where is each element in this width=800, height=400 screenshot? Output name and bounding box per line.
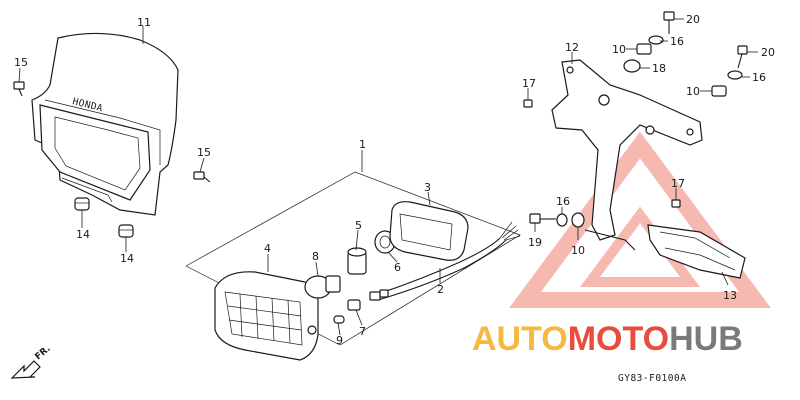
callout-7: 7: [359, 325, 366, 338]
washer-16-right: [727, 70, 743, 80]
callout-1: 1: [359, 138, 366, 151]
grommet-14-right: [118, 224, 134, 238]
grommet-18: [623, 59, 641, 73]
callout-10-right: 10: [686, 85, 700, 98]
callout-16-lower: 16: [556, 195, 570, 208]
watermark-part-hub: HUB: [669, 320, 743, 358]
callout-20-right: 20: [761, 46, 775, 59]
callout-17-left: 17: [522, 77, 536, 90]
grommet-14-left: [74, 197, 90, 211]
callout-14-left: 14: [76, 228, 90, 241]
front-direction-label: FR.: [34, 344, 53, 362]
callout-8: 8: [312, 250, 319, 263]
callout-12: 12: [565, 41, 579, 54]
bolt-20-right: [737, 45, 748, 69]
callout-17-right: 17: [671, 177, 685, 190]
callout-20-top: 20: [686, 13, 700, 26]
lower-bracket: [647, 224, 746, 279]
bolt-17-left: [523, 99, 533, 108]
leader-lines: [18, 18, 758, 336]
washer-16-top: [648, 35, 664, 45]
callout-3: 3: [424, 181, 431, 194]
nut-10-right: [711, 85, 727, 97]
wire-harness: [369, 221, 521, 301]
callout-18: 18: [652, 62, 666, 75]
callout-13: 13: [723, 289, 737, 302]
bolt-19: [529, 213, 556, 224]
bolt-17-right: [671, 199, 681, 208]
headlight-case: [389, 201, 469, 261]
nut-10-lower: [571, 212, 585, 228]
front-direction-arrow: FR.: [10, 344, 53, 379]
headlight-stay: [551, 59, 703, 251]
callout-2: 2: [437, 283, 444, 296]
callout-5: 5: [355, 219, 362, 232]
diagram-code: GY83-F0100A: [618, 373, 686, 384]
svg-text:AUTOMOTOHUB: AUTOMOTOHUB: [472, 320, 743, 358]
callout-11: 11: [137, 16, 151, 29]
headlight-lens: [214, 271, 319, 361]
watermark-part-moto: MOTO: [568, 320, 669, 358]
callout-15-right: 15: [197, 146, 211, 159]
callout-14-right: 14: [120, 252, 134, 265]
callout-4: 4: [264, 242, 271, 255]
bulb-socket: [347, 247, 367, 275]
callout-9: 9: [336, 334, 343, 347]
callout-16-top: 16: [670, 35, 684, 48]
watermark-text: AUTOMOTOHUB: [472, 320, 743, 358]
nut-10-top: [636, 43, 652, 55]
callout-10-lower: 10: [571, 244, 585, 257]
washer-16-lower: [556, 213, 568, 227]
callout-16-right: 16: [752, 71, 766, 84]
watermark-part-auto: AUTO: [472, 320, 568, 358]
screw-15-left: [13, 81, 25, 97]
bolt-20-top: [663, 11, 675, 34]
screw-15-right: [193, 171, 211, 183]
position-socket: [347, 299, 361, 311]
headlight-bulb: [304, 275, 341, 299]
headlight-cowl: HONDA: [31, 32, 179, 216]
callout-labels: 11 15 15 14 14 1 3 4 5 8 6 2 7 9 12 17 1…: [14, 13, 775, 347]
callout-6: 6: [394, 261, 401, 274]
callout-19: 19: [528, 236, 542, 249]
callout-15-left: 15: [14, 56, 28, 69]
callout-10-top: 10: [612, 43, 626, 56]
position-bulb: [333, 315, 345, 324]
